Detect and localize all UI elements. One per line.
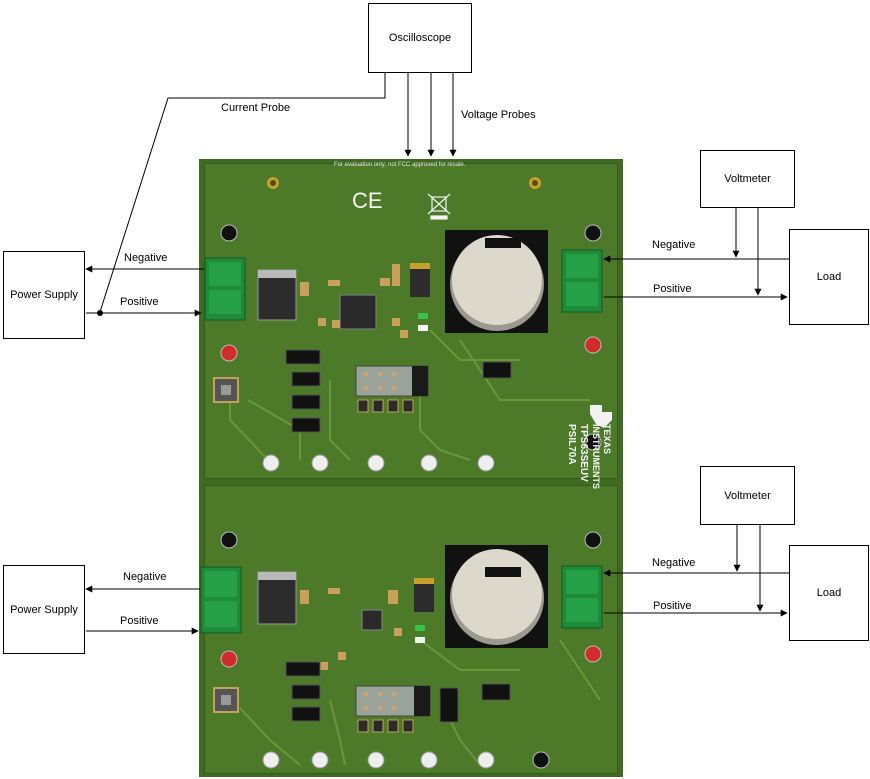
inductor-top bbox=[257, 269, 297, 321]
capacitor-c3 bbox=[445, 230, 548, 333]
test-points bbox=[220, 224, 602, 769]
board-top-half bbox=[204, 163, 618, 479]
header-j11-bottom bbox=[355, 685, 431, 717]
output-terminal-bottom bbox=[561, 565, 603, 629]
current-probe-label: Current Probe bbox=[221, 102, 291, 114]
output-terminal-top bbox=[561, 249, 603, 313]
capacitor-c7 bbox=[445, 545, 548, 648]
input-terminal-top bbox=[204, 257, 246, 321]
top-in-negative-label: Negative bbox=[124, 252, 168, 264]
weee-icon bbox=[427, 193, 451, 220]
bottom-in-positive-label: Positive bbox=[120, 615, 159, 627]
ic-u1 bbox=[339, 294, 377, 330]
inductor-bottom bbox=[257, 571, 297, 625]
power-supply-top-box: Power Supply bbox=[3, 251, 85, 339]
top-out-negative-label: Negative bbox=[652, 239, 696, 251]
oscilloscope-label: Oscilloscope bbox=[388, 32, 452, 44]
power-supply-top-label: Power Supply bbox=[10, 289, 78, 301]
load-top-box: Load bbox=[789, 229, 869, 325]
switch-s1 bbox=[213, 377, 239, 403]
top-out-positive-label: Positive bbox=[653, 283, 692, 295]
voltmeter-top-label: Voltmeter bbox=[724, 173, 771, 185]
load-top-label: Load bbox=[816, 271, 842, 283]
ce-mark: CE bbox=[352, 188, 383, 213]
current-probe-junction bbox=[97, 310, 103, 316]
load-bottom-box: Load bbox=[789, 545, 869, 641]
current-probe-wire bbox=[99, 73, 386, 313]
voltmeter-bottom-box: Voltmeter bbox=[700, 466, 795, 525]
ti-logo-icon bbox=[590, 405, 612, 428]
voltmeter-bottom-label: Voltmeter bbox=[724, 489, 771, 502]
leds bbox=[415, 313, 428, 643]
board-notice: For evaluation only; not FCC approved fo… bbox=[334, 162, 466, 168]
bottom-in-negative-label: Negative bbox=[123, 571, 167, 583]
header-j4-top bbox=[355, 365, 429, 397]
voltmeter-top-box: Voltmeter bbox=[700, 150, 795, 208]
bottom-out-negative-label: Negative bbox=[652, 557, 696, 569]
oscilloscope-box: Oscilloscope bbox=[368, 3, 472, 73]
ic-u2 bbox=[361, 609, 383, 631]
top-in-positive-label: Positive bbox=[120, 296, 159, 308]
input-terminal-bottom bbox=[200, 566, 242, 634]
power-supply-bottom-label: Power Supply bbox=[10, 603, 78, 616]
mounting-holes bbox=[267, 177, 541, 189]
voltage-probes-label: Voltage Probes bbox=[461, 109, 536, 121]
power-supply-bottom-box: Power Supply bbox=[3, 565, 85, 654]
load-bottom-label: Load bbox=[816, 587, 842, 599]
bottom-out-positive-label: Positive bbox=[653, 600, 692, 612]
switch-s2 bbox=[213, 687, 239, 713]
